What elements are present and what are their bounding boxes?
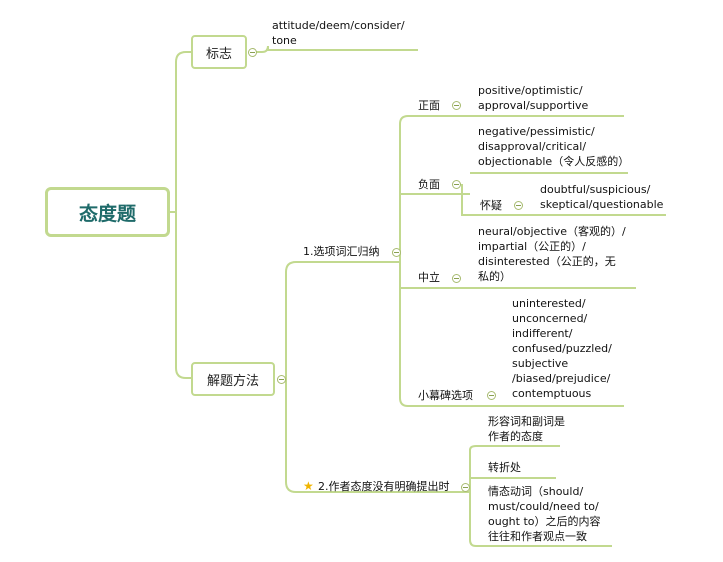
node-xiaomubei[interactable]: 小幕碑选项	[418, 389, 473, 402]
star-icon: ★	[303, 479, 314, 493]
collapse-toggle-icon[interactable]	[248, 48, 257, 57]
node-zhengmian[interactable]: 正面	[418, 99, 440, 112]
node-jieti[interactable]: 解题方法	[191, 362, 275, 396]
method2-item-1: 形容词和副词是 作者的态度	[488, 415, 565, 443]
collapse-toggle-icon[interactable]	[452, 101, 461, 110]
method2-item-2: 转折处	[488, 461, 521, 474]
collapse-toggle-icon[interactable]	[487, 391, 496, 400]
collapse-toggle-icon[interactable]	[461, 483, 470, 492]
node-method2[interactable]: 2.作者态度没有明确提出时	[318, 480, 450, 493]
zhengmian-content: positive/optimistic/ approval/supportive	[478, 84, 589, 112]
method2-item-3: 情态动词（should/ must/could/need to/ ought t…	[488, 485, 601, 543]
fumian-content: negative/pessimistic/ disapproval/critic…	[478, 125, 630, 168]
collapse-toggle-icon[interactable]	[514, 201, 523, 210]
node-method1[interactable]: 1.选项词汇归纳	[303, 245, 380, 258]
node-biaozhi[interactable]: 标志	[191, 35, 247, 69]
collapse-toggle-icon[interactable]	[277, 375, 286, 384]
node-fumian[interactable]: 负面	[418, 178, 440, 191]
root-node[interactable]: 态度题	[45, 187, 170, 237]
collapse-toggle-icon[interactable]	[452, 274, 461, 283]
collapse-toggle-icon[interactable]	[392, 248, 401, 257]
collapse-toggle-icon[interactable]	[452, 180, 461, 189]
huaiyi-content: doubtful/suspicious/ skeptical/questiona…	[540, 183, 664, 211]
biaozhi-content: attitude/deem/consider/ tone	[272, 19, 405, 47]
node-huaiyi[interactable]: 怀疑	[480, 199, 502, 212]
xiaomubei-content: uninterested/ unconcerned/ indifferent/ …	[512, 297, 612, 400]
node-zhongli[interactable]: 中立	[418, 271, 440, 284]
zhongli-content: neural/objective（客观的）/ impartial（公正的）/ d…	[478, 225, 626, 283]
